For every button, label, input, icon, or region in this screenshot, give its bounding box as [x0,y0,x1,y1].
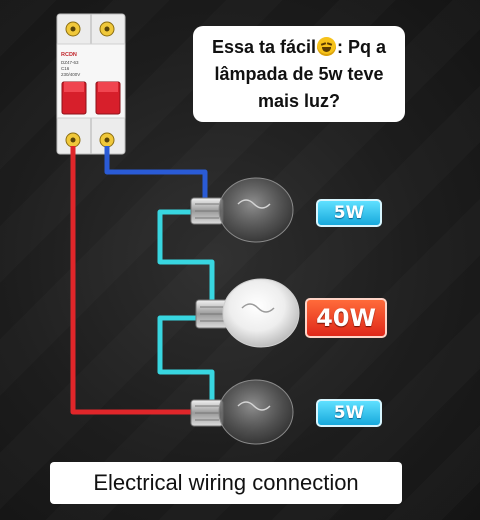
bulb-filament [237,199,271,209]
question-line1-end: : Pq a [337,37,387,57]
circuit-breaker: RCDN DZ47-63 C16 230/400V [56,13,126,155]
bulb-glass [218,177,294,243]
breaker-label-line: DZ47-63 [61,60,79,65]
terminal-screw-dot [104,26,110,32]
bulb-bottom-5w [190,379,294,445]
bulb-glass [218,379,294,445]
breaker-label-line: C16 [61,66,70,71]
question-line3: mais luz? [257,91,341,111]
toggle-highlight [64,82,84,92]
terminal-screw-dot [104,137,110,143]
neutral-wire [104,146,208,206]
bulb-filament [237,401,271,411]
toggle-highlight [98,82,118,92]
terminal-screw-dot [70,137,76,143]
laughing-emoji-icon [317,37,337,56]
question-bubble: Essa ta fácil : Pq a lâmpada de 5w teve m… [193,26,405,122]
bulb-top-5w [190,177,294,243]
wattage-badge-bottom: 5W [316,399,382,427]
bulb-link-wire-upper [157,209,215,302]
breaker-label-line: 230/400V [61,72,80,77]
breaker-brand: RCDN [61,52,77,58]
phase-wire [70,146,197,415]
caption: Electrical wiring connection [50,462,402,504]
bulb-link-wire-lower [157,315,215,402]
bulb-filament [241,303,275,313]
question-line2: lâmpada de 5w teve [214,64,384,84]
wattage-badge-top: 5W [316,199,382,227]
wattage-badge-middle: 40W [305,298,387,338]
bulb-middle-40w [195,278,300,348]
terminal-screw-dot [70,26,76,32]
bulb-glass [222,278,300,348]
question-line1: Essa ta fácil [211,37,317,57]
